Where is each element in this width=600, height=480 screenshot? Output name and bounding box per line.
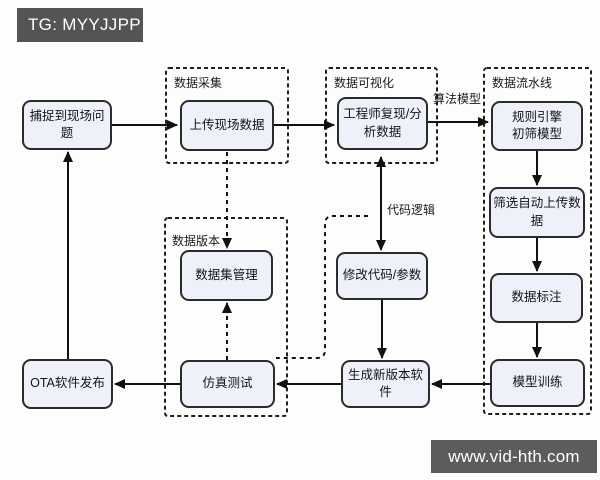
node-model-training: 模型训练 — [490, 359, 585, 407]
website-watermark: www.vid-hth.com — [431, 440, 597, 473]
group-label-data-version: 数据版本 — [172, 234, 221, 248]
node-simulation-test: 仿真测试 — [180, 360, 275, 408]
node-ota-release: OTA软件发布 — [22, 359, 113, 409]
group-label-data-collection: 数据采集 — [174, 76, 223, 90]
node-filter-auto-upload-data: 筛选自动上传数 据 — [489, 187, 585, 238]
node-engineer-analyze-data: 工程师复现/分 析数据 — [337, 97, 428, 150]
group-label-data-pipeline: 数据流水线 — [492, 76, 553, 90]
node-generate-new-version: 生成新版本软 件 — [341, 360, 430, 408]
node-rule-engine-model: 规则引擎 初筛模型 — [491, 101, 583, 151]
node-dataset-management: 数据集管理 — [180, 250, 273, 301]
node-upload-field-data: 上传现场数据 — [180, 100, 274, 151]
edge-label-code-logic: 代码逻辑 — [387, 203, 436, 217]
node-modify-code-params: 修改代码/参数 — [336, 252, 428, 300]
tg-watermark: TG: MYYJJPP — [17, 8, 143, 42]
group-label-data-visualization: 数据可视化 — [334, 76, 395, 90]
node-capture-field-problem: 捕捉到现场问题 — [22, 100, 112, 150]
edge-label-algorithm-model: 算法模型 — [433, 92, 482, 106]
group-data-collection-frame — [165, 67, 289, 164]
node-data-annotation: 数据标注 — [490, 273, 583, 323]
group-data-pipeline-frame — [483, 67, 592, 415]
